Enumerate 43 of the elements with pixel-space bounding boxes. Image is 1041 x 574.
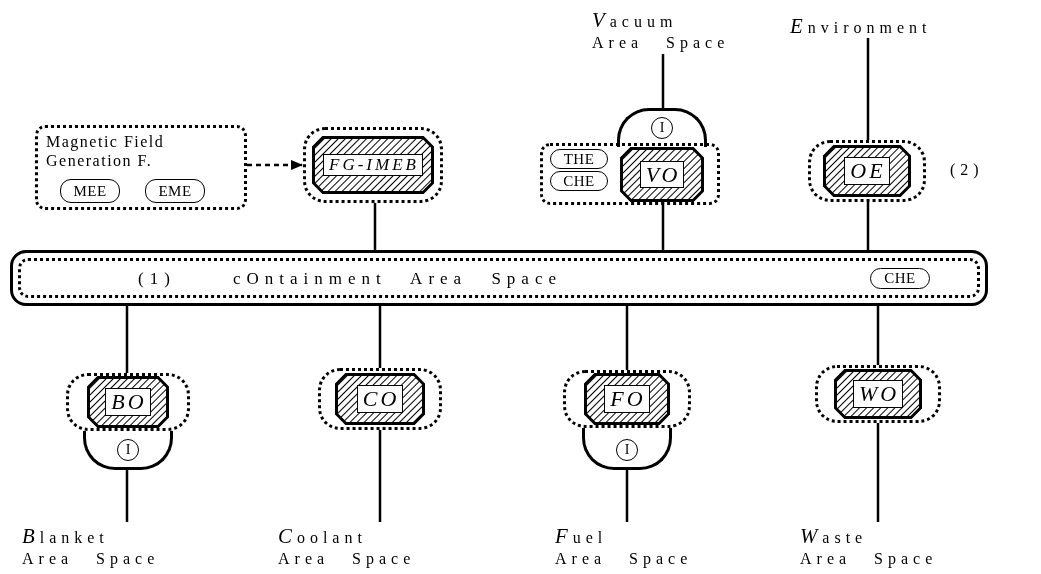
- area-label: Waste Area Space: [800, 523, 938, 570]
- area-label: Coolant Area Space: [278, 523, 416, 570]
- connector-line: [378, 430, 382, 522]
- connector-line: [125, 470, 129, 522]
- unit-code: CO: [356, 385, 404, 413]
- note-number: (2): [950, 160, 984, 181]
- dotted-shield-outline: [815, 365, 941, 423]
- rounded-tag: EME: [145, 179, 205, 203]
- unit-code: WO: [852, 380, 904, 408]
- connector-line: [378, 306, 382, 368]
- connector-line: [876, 423, 880, 522]
- dotted-shield-outline: [66, 373, 190, 431]
- interface-unit: [582, 428, 672, 470]
- dotted-shield-outline: [303, 127, 443, 203]
- unit-code: BO: [105, 388, 151, 416]
- connector-line: [876, 306, 880, 365]
- area-label: Blanket Area Space: [22, 523, 160, 570]
- connector-line: [373, 203, 377, 250]
- area-label: Fuel Area Space: [555, 523, 693, 570]
- area-label: Vacuum Area Space: [592, 7, 730, 54]
- connector-line: [866, 202, 870, 250]
- area-label: Environment: [790, 13, 932, 39]
- unit-code: OE: [844, 157, 890, 185]
- interface-unit: [83, 431, 173, 470]
- unit-code: FO: [604, 385, 650, 413]
- rounded-tag: MEE: [60, 179, 120, 203]
- dotted-shield-outline: [318, 368, 442, 430]
- containment-band: [10, 250, 988, 306]
- dotted-group-box: [35, 125, 247, 210]
- connector-line: [625, 470, 629, 522]
- band-label: cOntainment Area Space: [233, 268, 562, 290]
- connector-line: [625, 306, 629, 370]
- connector-line: [661, 202, 665, 250]
- unit-code: FG-IMEB: [323, 154, 423, 176]
- connector-line: [125, 306, 129, 373]
- dotted-shield-outline: [808, 140, 926, 202]
- band-label: (1): [138, 268, 176, 290]
- connector-line: [866, 38, 870, 140]
- connector-line: [661, 54, 665, 108]
- group-title: Magnetic Field Generation F.: [46, 132, 166, 171]
- arrow: [247, 160, 304, 170]
- dotted-shield-outline: [563, 370, 691, 428]
- dotted-outline: [540, 143, 720, 205]
